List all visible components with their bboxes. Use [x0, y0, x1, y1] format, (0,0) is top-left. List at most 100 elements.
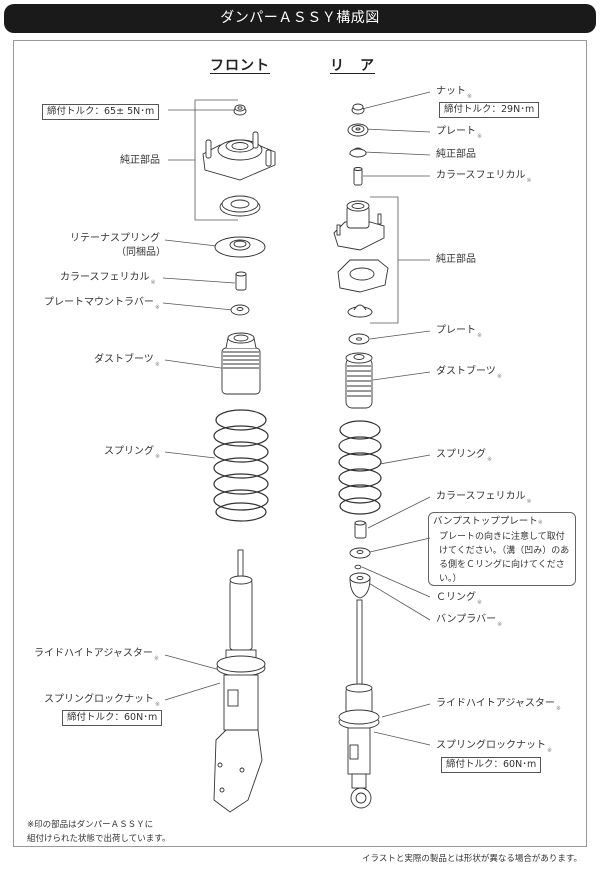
label-text: Ｃリング — [436, 592, 476, 603]
marker-icon: ※ — [467, 93, 473, 100]
rear-genuine-cap — [349, 147, 367, 158]
leader-line — [372, 371, 431, 381]
rear-plate — [348, 333, 370, 345]
label-text: ライドハイトアジャスター — [436, 698, 555, 709]
front-retainer-spring-sub-label: （同梱品） — [116, 247, 166, 258]
label-text: ダストブーツ — [436, 366, 496, 377]
rear-damper — [338, 599, 380, 809]
front-plate-mount-rubber — [230, 304, 250, 316]
rear-nut — [351, 103, 365, 115]
label-text: ダストブーツ — [94, 354, 154, 365]
marker-icon: ※ — [496, 373, 502, 380]
label-text: カラースフェリカル — [60, 272, 150, 283]
rear-spring — [338, 420, 382, 515]
marker-icon: ※ — [547, 747, 553, 754]
label-text: スプリング — [104, 446, 154, 457]
rear-genuine-label: 純正部品 — [436, 254, 476, 265]
footer-note: ※印の部品はダンパーＡＳＳＹに 組付けられた状態で出荷しています。 — [27, 818, 170, 846]
rear-dust-boot-label: ダストブーツ※ — [436, 366, 502, 383]
bump-stop-plate-instruction: プレートの向きに注意して取付けてください。（溝（凹み）のある側をＣリングに向けて… — [439, 532, 570, 584]
label-text: バンプラバー — [436, 614, 497, 625]
rear-plate-top-label: プレート※ — [436, 126, 482, 143]
bump-stop-plate-note: バンプストッププレート※ プレートの向きに注意して取付けてください。（溝（凹み）… — [428, 512, 576, 586]
front-dust-boot-label: ダストブーツ※ — [94, 354, 160, 371]
leader-line — [381, 703, 431, 718]
rear-nut-label: ナット※ — [436, 86, 472, 103]
marker-icon: ※ — [477, 332, 483, 339]
marker-icon: ※ — [555, 705, 561, 712]
label-text: プレート — [436, 126, 476, 137]
front-torque-lock-box: 締付トルク：60N･m — [62, 710, 163, 726]
label-text: カラースフェリカル — [436, 491, 526, 502]
rear-bump-cap — [347, 304, 373, 318]
marker-icon: ※ — [154, 361, 160, 368]
leader-line — [164, 451, 216, 459]
front-spring-label: スプリング※ — [104, 446, 160, 463]
rear-torque-lock-box: 締付トルク：60N･m — [441, 757, 542, 773]
rear-bump-stop-plate — [349, 547, 371, 559]
rear-genuine-small-label: 純正部品 — [436, 149, 476, 160]
front-torque-top-box: 締付トルク：65± 5N･m — [42, 104, 160, 120]
front-dust-boot — [221, 332, 261, 395]
front-upper-mount — [202, 131, 276, 181]
leader-line — [369, 330, 431, 340]
footer-note-line2: 組付けられた状態で出荷しています。 — [27, 834, 171, 844]
marker-icon: ※ — [150, 279, 156, 286]
leader-line — [162, 277, 236, 284]
label-text: プレート — [436, 325, 476, 336]
rear-bump-rubber — [349, 572, 371, 599]
front-damper — [213, 549, 266, 813]
page-title: ダンパーＡＳＳＹ構成図 — [4, 4, 596, 33]
rear-collar-top-label: カラースフェリカル※ — [436, 170, 532, 187]
front-nut — [233, 104, 247, 116]
front-ride-height-adjuster-label: ライドハイトアジャスター※ — [34, 648, 159, 665]
leader-line — [363, 151, 431, 156]
front-spring-lock-nut-label: スプリングロックナット※ — [44, 694, 160, 711]
marker-icon: ※ — [155, 701, 161, 708]
marker-icon: ※ — [537, 519, 543, 526]
label-text: バンプストッププレート — [433, 516, 538, 527]
marker-icon: ※ — [526, 177, 532, 184]
disclaimer: イラストと実際の製品とは形状が異なる場合があります。 — [362, 854, 582, 864]
leader-line — [379, 454, 431, 465]
leader-line — [364, 128, 431, 133]
front-collar-label: カラースフェリカル※ — [60, 272, 156, 289]
rear-upper-mount — [333, 200, 385, 251]
front-retainer-spring — [214, 236, 266, 258]
footer-note-line1: ※印の部品はダンパーＡＳＳＹに — [27, 820, 154, 830]
rear-collar-top — [353, 167, 363, 186]
label-text: スプリング — [436, 449, 486, 460]
leader-line — [361, 91, 431, 110]
label-text: ナット — [436, 86, 466, 97]
marker-icon: ※ — [487, 456, 493, 463]
leader-line — [164, 682, 221, 701]
marker-icon: ※ — [497, 621, 503, 628]
marker-icon: ※ — [477, 133, 483, 140]
rear-collar-label: カラースフェリカル※ — [436, 491, 532, 508]
bump-stop-plate-label: バンプストッププレート※ — [433, 515, 571, 530]
leader-line — [366, 581, 431, 621]
front-plate-mount-rubber-label: プレートマウントラバー※ — [44, 297, 160, 314]
front-retainer-spring-label: リテーナスプリング — [70, 233, 160, 244]
marker-icon: ※ — [155, 453, 161, 460]
rear-collar — [354, 520, 367, 539]
rear-spring-lock-nut-label: スプリングロックナット※ — [436, 740, 552, 757]
label-text: カラースフェリカル — [436, 170, 526, 181]
marker-icon: ※ — [153, 655, 159, 662]
leader-line — [361, 566, 431, 598]
rear-column-heading: リ ア — [330, 58, 375, 74]
rear-spring-label: スプリング※ — [436, 449, 492, 466]
leader-line — [373, 731, 431, 746]
front-spring — [213, 409, 269, 522]
marker-icon: ※ — [526, 498, 532, 505]
front-collar — [235, 271, 247, 291]
marker-icon: ※ — [477, 599, 483, 606]
label-text: ライドハイトアジャスター — [34, 648, 153, 659]
leader-line — [369, 537, 431, 553]
rear-ride-height-adjuster-label: ライドハイトアジャスター※ — [436, 698, 561, 715]
rear-plate-label: プレート※ — [436, 325, 482, 342]
rear-bump-rubber-label: バンプラバー※ — [436, 614, 502, 631]
front-column-heading: フロント — [210, 58, 270, 74]
diagram-frame — [13, 40, 587, 847]
